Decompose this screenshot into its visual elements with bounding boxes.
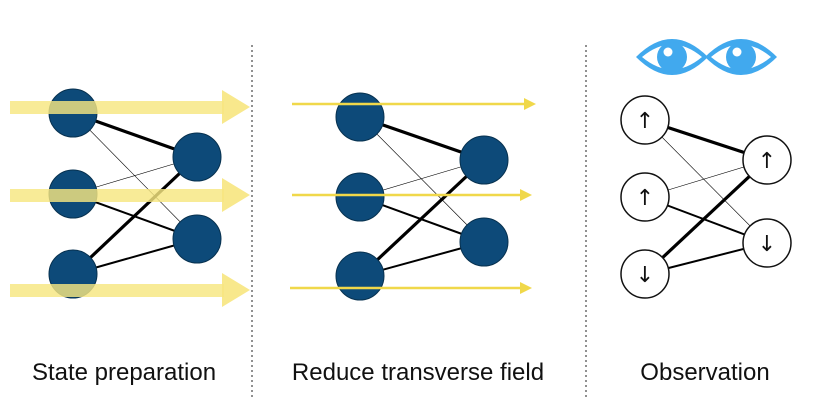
spin-node — [620, 172, 670, 222]
qubit-node — [335, 172, 385, 222]
coupling-edge — [358, 158, 486, 278]
panel-state-preparation — [10, 88, 250, 307]
transverse-field-arrow — [10, 273, 250, 307]
spin-node — [742, 135, 792, 185]
spin-label: ↑ — [758, 149, 776, 174]
panel-reduce-transverse-field — [290, 92, 536, 301]
qubit-node — [459, 217, 509, 267]
transverse-field-arrow — [10, 90, 250, 124]
spin-node — [742, 218, 792, 268]
transverse-field-arrow — [290, 282, 532, 294]
panel-observation: ↑ ↑ ↓ ↑ ↓ — [620, 39, 792, 299]
qubit-node — [172, 214, 222, 264]
eye-icon — [705, 39, 777, 75]
transverse-field-arrow — [10, 178, 250, 212]
transverse-field-arrow — [292, 189, 532, 201]
coupling-edge — [359, 116, 485, 243]
eye-icon — [636, 39, 708, 75]
qubit-node — [172, 132, 222, 182]
spin-label: ↑ — [636, 186, 654, 211]
coupling-edge — [72, 112, 198, 240]
spin-label: ↓ — [758, 232, 776, 257]
coupling-edge — [643, 158, 769, 276]
qubit-node — [335, 251, 385, 301]
caption-observation: Observation — [640, 359, 770, 386]
caption-reduce-transverse-field: Reduce transverse field — [291, 359, 545, 386]
qubit-node — [335, 92, 385, 142]
coupling-edge — [71, 155, 199, 276]
spin-label: ↓ — [636, 263, 654, 288]
transverse-field-arrow — [292, 98, 536, 110]
caption-state-preparation: State preparation — [31, 359, 217, 386]
qubit-node — [459, 135, 509, 185]
spin-node — [620, 249, 670, 299]
spin-label: ↑ — [636, 109, 654, 134]
coupling-edge — [644, 119, 768, 244]
spin-node — [620, 95, 670, 145]
